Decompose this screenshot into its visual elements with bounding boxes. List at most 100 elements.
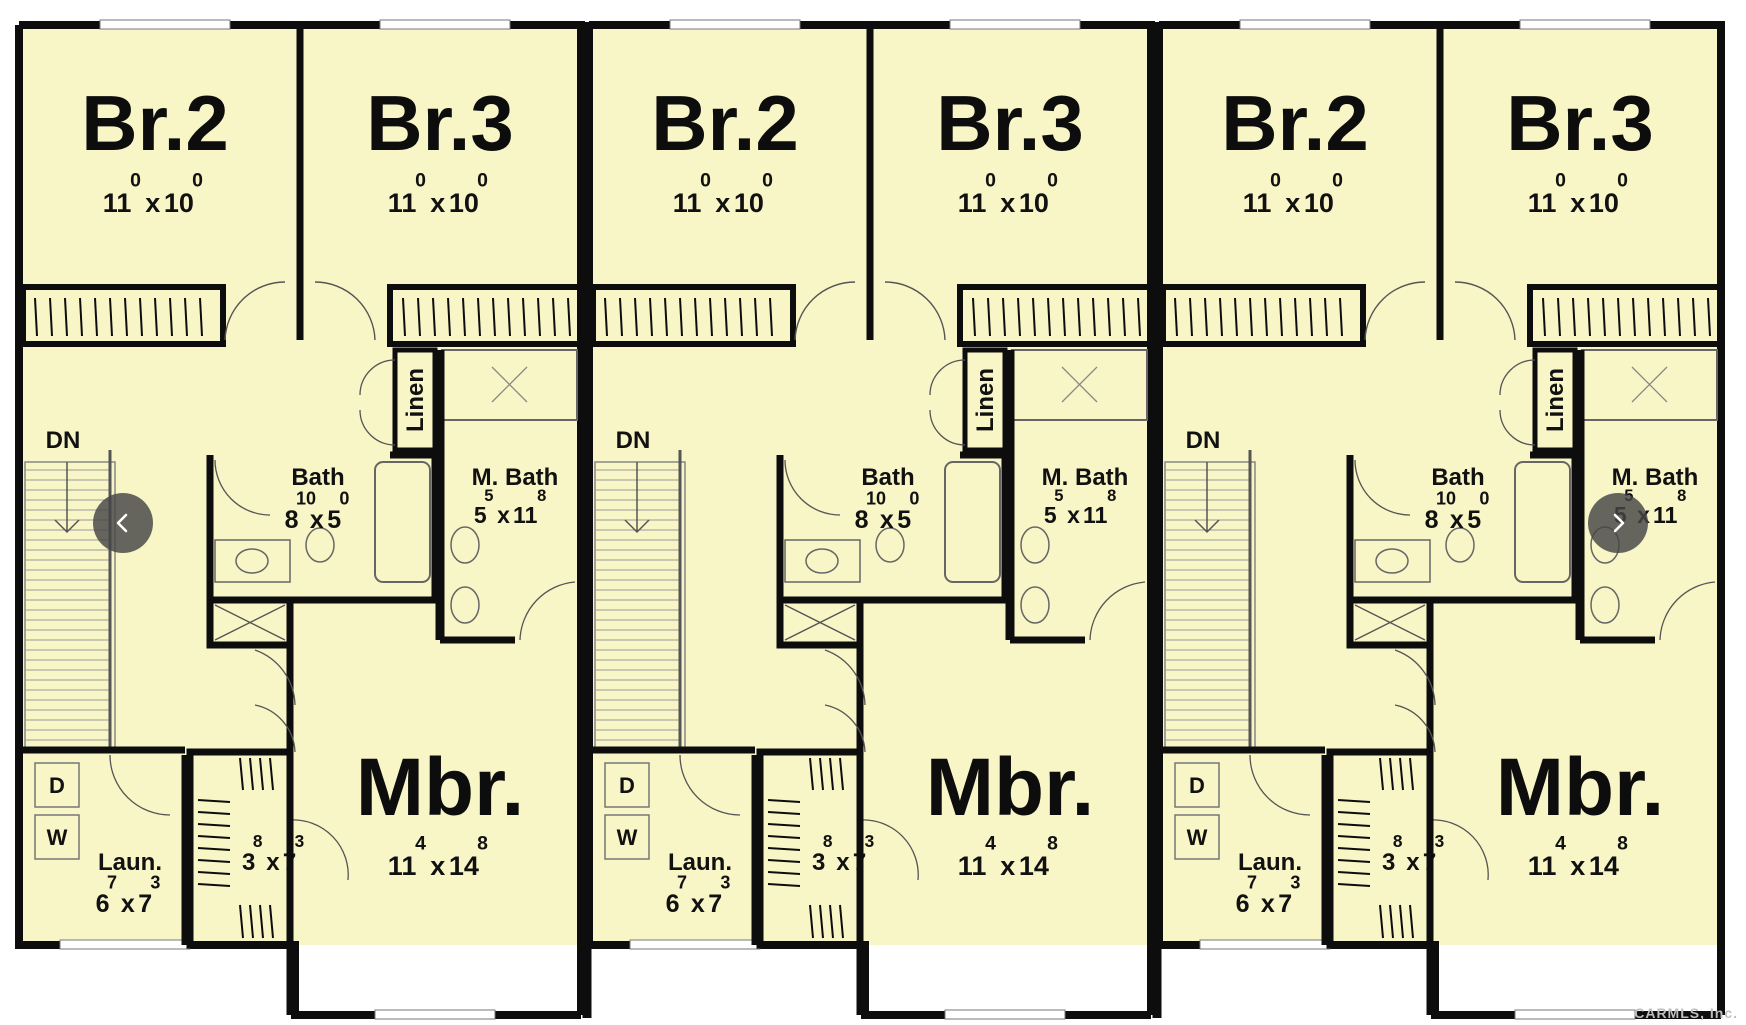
closet-hanger <box>1032 297 1036 337</box>
dim-height-sup: 8 <box>537 486 546 505</box>
dim-height-sup: 3 <box>150 872 160 892</box>
dim-height-sup: 3 <box>295 831 305 851</box>
dryer-label: D <box>49 773 65 798</box>
next-image-button[interactable] <box>1588 493 1648 553</box>
dim-height: 5 <box>897 506 911 534</box>
room-label-laun: Laun. <box>98 849 162 876</box>
closet-hanger <box>1122 297 1126 337</box>
window <box>59 939 191 950</box>
dim-height: 11 <box>1653 502 1678 528</box>
closet-hanger <box>767 799 801 803</box>
room-label-br2: Br.2 <box>1221 79 1368 167</box>
dim-height: 14 <box>1019 851 1049 881</box>
dim-height-sup: 8 <box>1677 486 1686 505</box>
vanity <box>784 539 861 583</box>
closet-hanger <box>249 904 254 939</box>
dim-width-sup: 10 <box>1436 488 1456 508</box>
dim-width: 11 <box>673 188 702 218</box>
closet-hanger <box>1337 835 1371 839</box>
dim-width: 3 <box>812 849 825 876</box>
closet-hanger <box>34 297 38 337</box>
closet-hanger <box>492 297 496 337</box>
closet-hanger <box>1249 297 1253 337</box>
closet-hanger <box>1092 297 1096 337</box>
closet-hanger <box>664 297 668 337</box>
washer-label: W <box>47 825 68 850</box>
closet-hanger <box>462 297 466 337</box>
door-swing <box>929 359 966 446</box>
dim-width-sup: 7 <box>1247 872 1257 892</box>
window <box>99 19 231 30</box>
stairs-label: DN <box>616 427 651 454</box>
hall-closet <box>1346 596 1434 649</box>
window <box>1519 19 1651 30</box>
closet-hanger <box>552 297 556 337</box>
room-label-mbr: Mbr. <box>1496 742 1665 833</box>
closet-hanger <box>567 297 571 337</box>
dim-times: x <box>1406 849 1420 876</box>
closet-hanger <box>1174 297 1178 337</box>
closet-hanger <box>49 297 53 337</box>
closet-hanger <box>767 859 801 863</box>
closet-hanger <box>839 904 844 939</box>
closet-hanger <box>1279 297 1283 337</box>
closet-hanger <box>1337 859 1371 863</box>
door-swing <box>359 359 396 446</box>
closet-hanger <box>1409 904 1414 939</box>
closet-hanger <box>1572 297 1576 337</box>
closet-hanger <box>709 297 713 337</box>
closet-hanger <box>1017 297 1021 337</box>
dim-times: x <box>1261 890 1275 918</box>
dim-times: x <box>430 851 445 881</box>
dim-width-sup: 8 <box>823 831 833 851</box>
dim-width: 11 <box>388 851 417 881</box>
closet-hanger <box>1337 847 1371 851</box>
sink <box>450 586 480 624</box>
dryer-label: D <box>619 773 635 798</box>
closet-hanger <box>1707 297 1711 337</box>
dim-times: x <box>266 849 280 876</box>
dim-height: 10 <box>1019 188 1049 218</box>
dim-width-sup: 4 <box>1555 832 1566 854</box>
closet-hanger <box>767 883 801 887</box>
dim-times: x <box>1067 502 1080 528</box>
door-swing <box>109 754 171 816</box>
interior-wall <box>1346 451 1579 604</box>
unit-notch <box>15 945 295 1025</box>
dim-width-sup: 5 <box>1054 486 1063 505</box>
dim-width-sup: 10 <box>296 488 316 508</box>
dim-height: 10 <box>734 188 764 218</box>
dim-height-sup: 0 <box>762 169 773 191</box>
dim-height-sup: 3 <box>1290 872 1300 892</box>
closet-hanger <box>649 297 653 337</box>
closet-hanger <box>1062 297 1066 337</box>
closet-hanger <box>402 297 406 337</box>
closet-hanger <box>432 297 436 337</box>
closet-hanger <box>829 757 834 791</box>
dim-width: 8 <box>285 506 299 534</box>
closet-hanger <box>197 799 231 803</box>
closet-hanger <box>269 904 274 939</box>
door-swing <box>224 281 286 341</box>
previous-image-button[interactable] <box>93 493 153 553</box>
room-label-mbr: Mbr. <box>356 742 525 833</box>
room-label-mbath: M. Bath <box>1612 464 1699 491</box>
dim-height-sup: 0 <box>477 169 488 191</box>
dim-height-sup: 0 <box>339 488 349 508</box>
room-label-br3: Br.3 <box>1506 79 1653 167</box>
dim-height: 14 <box>449 851 479 881</box>
watermark: CARMLS, Inc. <box>1634 1005 1738 1021</box>
dim-height-sup: 0 <box>1617 169 1628 191</box>
room-label-mbr: Mbr. <box>926 742 1095 833</box>
closet-hanger <box>819 757 824 791</box>
closet-hanger <box>1047 297 1051 337</box>
dim-width: 3 <box>242 849 255 876</box>
closet-hanger <box>1337 871 1371 875</box>
stair-arrowhead <box>1194 519 1220 534</box>
door-swing <box>314 281 376 341</box>
